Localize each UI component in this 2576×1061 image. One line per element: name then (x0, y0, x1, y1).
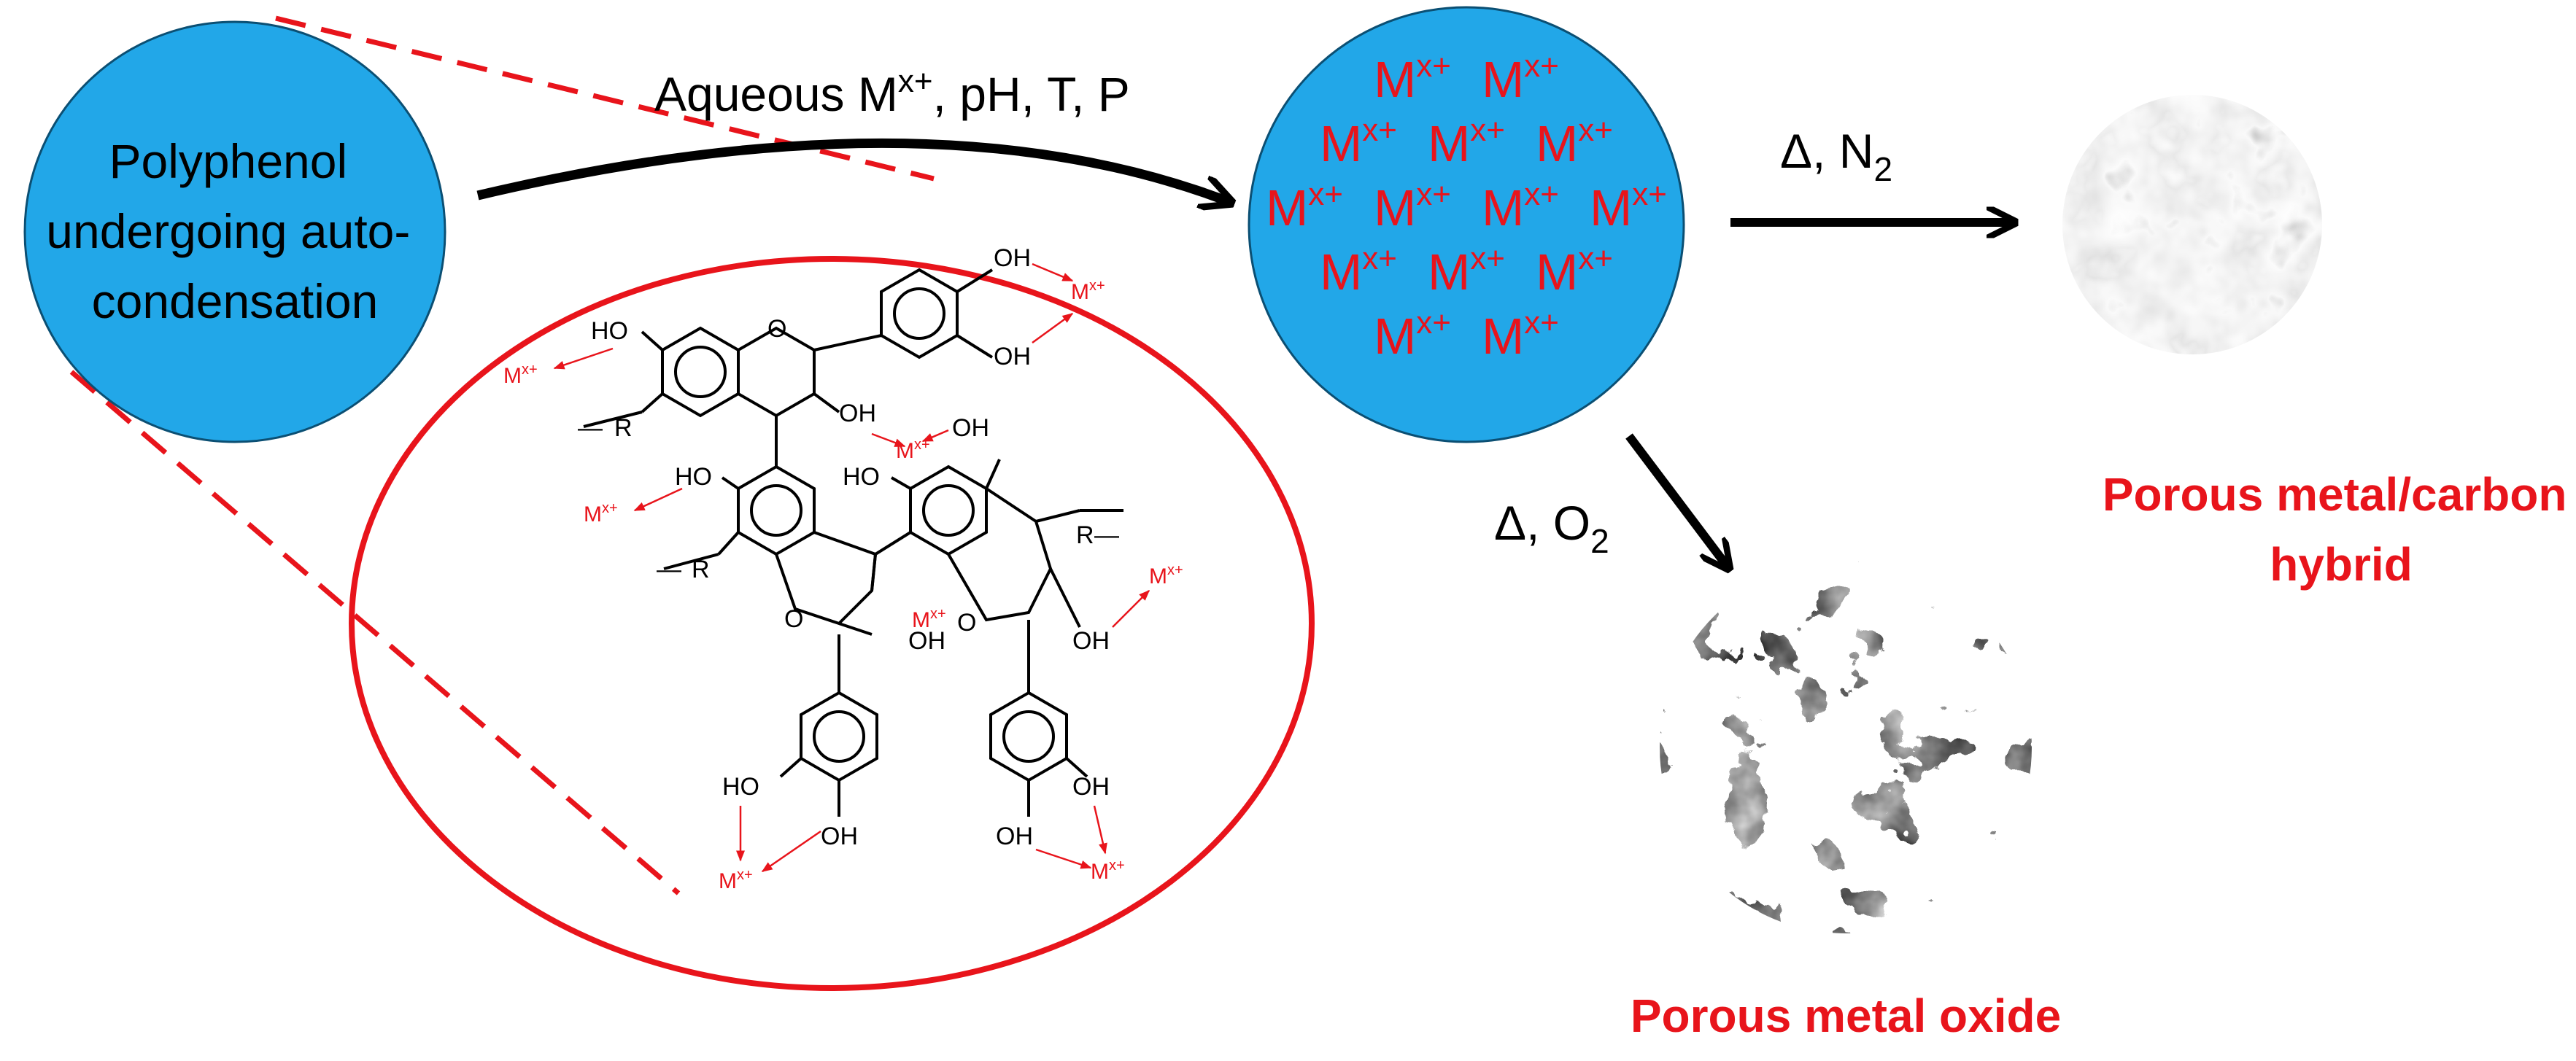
svg-text:Mx+: Mx+ (719, 867, 753, 893)
metal-ion-label: Mx+ (1374, 305, 1451, 365)
metal-ion-label: Mx+ (1482, 176, 1559, 236)
svg-text:OH: OH (839, 400, 876, 427)
metal-ion-label: Mx+ (1320, 241, 1397, 300)
svg-text:OH: OH (1072, 773, 1110, 801)
polyphenol-structure: OH OH O HO OH — R OH HO HO — R R — O OH … (503, 244, 1183, 893)
svg-text:OH: OH (952, 414, 989, 442)
polyphenol-node: Polyphenol undergoing auto- condensation (23, 20, 446, 443)
svg-text:HO: HO (591, 317, 628, 345)
svg-text:R: R (1076, 521, 1094, 549)
metal-ion-label: Mx+ (1374, 48, 1451, 108)
porous-hybrid-image (2062, 95, 2322, 354)
svg-text:O: O (957, 609, 976, 637)
oxygen-condition-label: Δ, O2 (1494, 496, 1609, 560)
svg-text:R: R (614, 414, 633, 442)
svg-text:O: O (767, 315, 786, 343)
polyphenol-label-line2: undergoing auto- (46, 204, 410, 258)
svg-text:Polyphenol undergoing au: Polyphenol undergoing auto- condensation (46, 134, 423, 328)
metal-ion-label: Mx+ (1536, 241, 1613, 300)
svg-text:R: R (692, 556, 710, 583)
polyphenol-label-line1: Polyphenol (109, 134, 348, 188)
polyphenol-circle (23, 20, 446, 443)
metal-ion-label: Mx+ (1428, 241, 1505, 300)
svg-text:HO: HO (843, 463, 880, 491)
svg-text:O: O (784, 605, 803, 633)
metal-ion-label: Mx+ (1482, 48, 1559, 108)
metal-ion-label: Mx+ (1590, 176, 1667, 236)
zoom-guide-lines (69, 15, 935, 895)
polyphenol-label-line3: condensation (92, 274, 379, 328)
metal-ion-label: Mx+ (1428, 112, 1505, 172)
svg-text:OH: OH (994, 343, 1031, 370)
metal-ion-circle (1248, 6, 1685, 443)
svg-text:Mx+: Mx+ (503, 362, 538, 388)
svg-text:Mx+: Mx+ (912, 606, 946, 632)
svg-text:OH: OH (996, 823, 1033, 850)
svg-text:—: — (1094, 521, 1119, 549)
metal-ion-node: Mx+Mx+Mx+Mx+Mx+Mx+Mx+Mx+Mx+Mx+Mx+Mx+Mx+M… (1248, 6, 1685, 443)
hybrid-label-line2: hybrid (2270, 538, 2413, 591)
svg-text:—: — (657, 556, 681, 583)
oxygen-arrow (1625, 433, 1729, 569)
svg-text:HO: HO (722, 773, 759, 801)
svg-text:OH: OH (821, 823, 858, 850)
metal-ion-label: Mx+ (1536, 112, 1613, 172)
metal-ion-label: Mx+ (1266, 176, 1343, 236)
structure-binding-arrows (553, 263, 1150, 873)
svg-text:—: — (578, 414, 603, 442)
oxide-label: Porous metal oxide (1631, 990, 2061, 1042)
svg-text:Mx+: Mx+ (584, 500, 618, 526)
metal-ion-grid: Mx+Mx+Mx+Mx+Mx+Mx+Mx+Mx+Mx+Mx+Mx+Mx+Mx+M… (1266, 48, 1667, 365)
svg-text:OH: OH (994, 244, 1031, 272)
zoom-circle (349, 256, 1315, 991)
reaction-arrow (476, 138, 1231, 203)
metal-ion-label: Mx+ (1374, 176, 1451, 236)
svg-text:Mx+: Mx+ (1091, 858, 1125, 884)
porous-oxide-image (1660, 561, 2032, 933)
svg-text:OH: OH (1072, 627, 1110, 655)
structure-metal-ions: Mx+ Mx+ Mx+ Mx+ Mx+ Mx+ Mx+ Mx+ (503, 278, 1183, 893)
svg-text:Mx+: Mx+ (1149, 562, 1183, 588)
svg-text:Mx+: Mx+ (1071, 278, 1105, 304)
metal-ion-label: Mx+ (1482, 305, 1559, 365)
hybrid-label-line1: Porous metal/carbon (2103, 468, 2567, 521)
svg-text:Porous metal/carbon hybrid: Porous metal/carbon hybrid (2103, 468, 2576, 591)
nitrogen-condition-label: Δ, N2 (1780, 124, 1892, 188)
metal-ion-label: Mx+ (1320, 112, 1397, 172)
svg-text:HO: HO (675, 463, 712, 491)
svg-text:OH: OH (908, 627, 945, 655)
reaction-condition-label: Aqueous Mx+, pH, T, P (654, 63, 1130, 121)
